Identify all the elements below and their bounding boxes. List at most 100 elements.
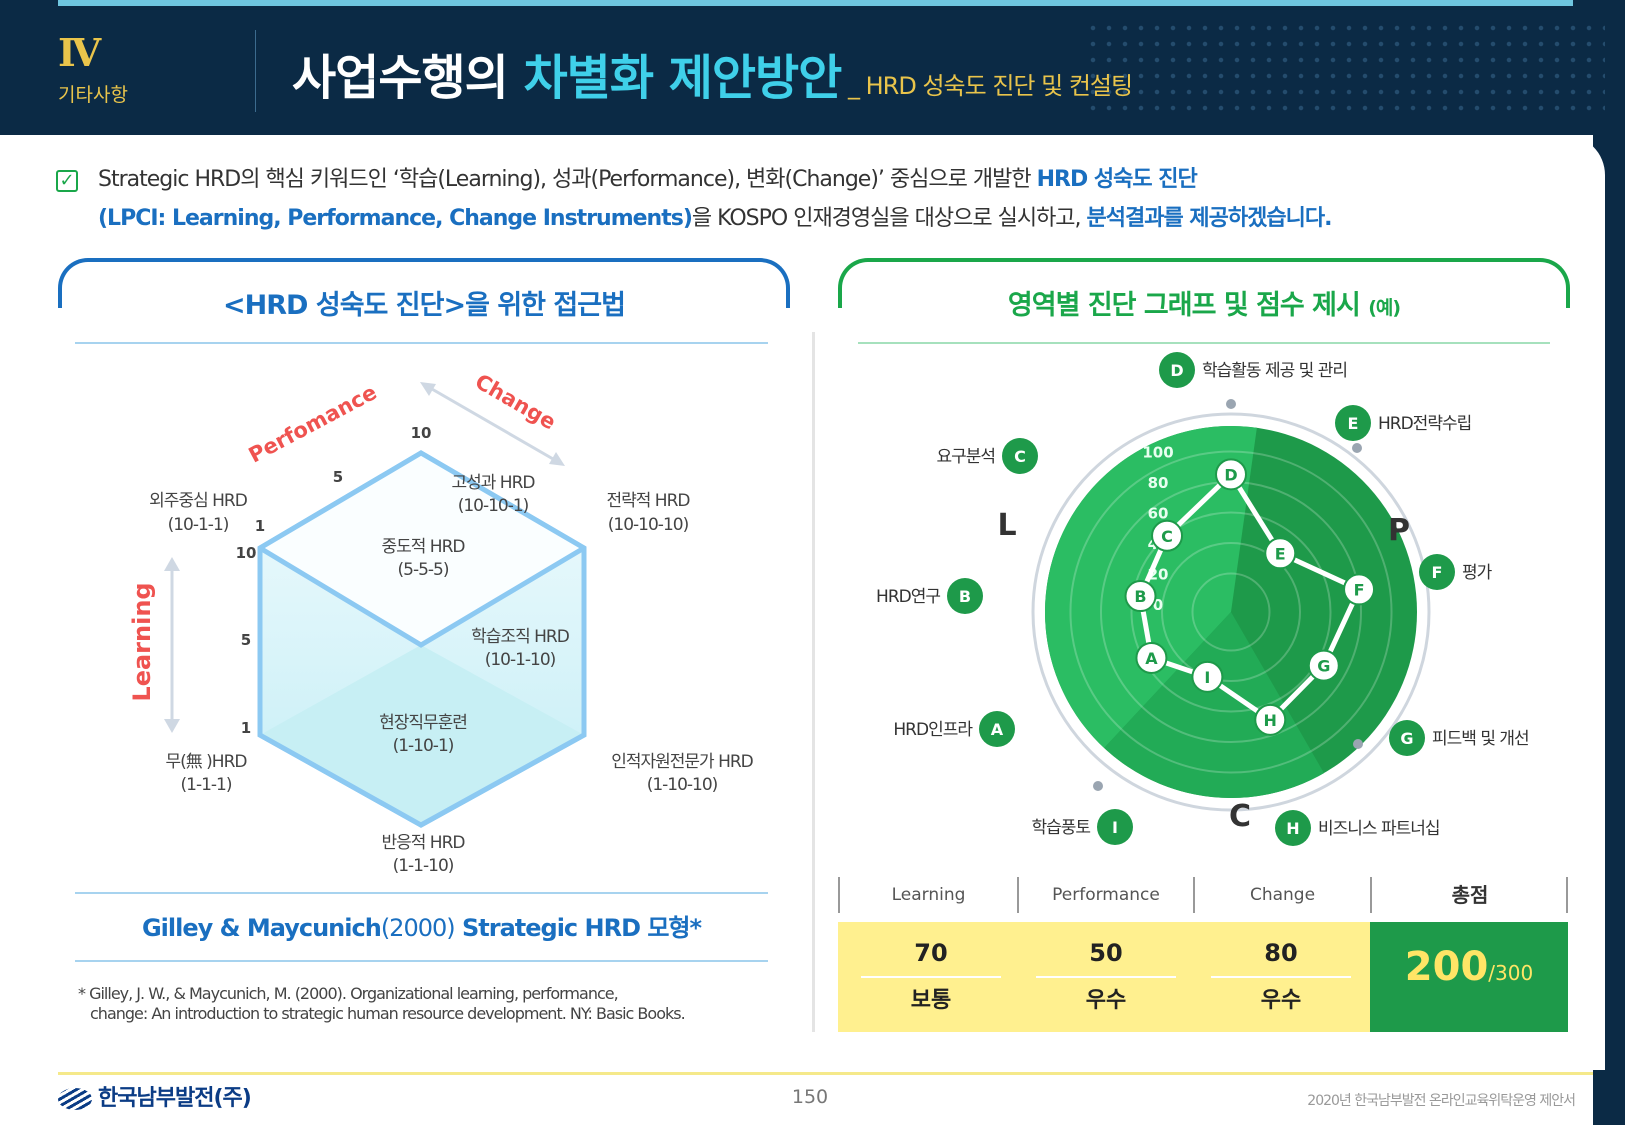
header-dot-pattern (1085, 20, 1605, 120)
score-divider (1036, 976, 1176, 978)
radar-ring-ticks: 100806040200 (1142, 443, 1173, 614)
radar-point-label: A (1145, 649, 1158, 668)
model-name: Strategic HRD 모형* (454, 914, 702, 942)
footnote-line2: change: An introduction to strategic hum… (90, 1004, 686, 1023)
radar-point: C (1151, 519, 1184, 552)
node-code: (10-1-1) (168, 515, 229, 535)
legend-item: B HRD연구 (876, 578, 983, 614)
intro-text: Strategic HRD의 핵심 키워드인 ‘학습(Learning), 성과… (98, 160, 1578, 238)
radar-point-marker (1124, 580, 1157, 613)
tick-perf-10: 10 (411, 424, 432, 442)
model-caption: Gilley & Maycunich(2000) Strategic HRD 모… (75, 908, 768, 943)
right-title-rule (858, 342, 1550, 344)
radar-point-marker (1135, 641, 1168, 674)
right-panel-title: 영역별 진단 그래프 및 점수 제시 (예) (838, 283, 1570, 322)
legend-label: HRD전략수립 (1378, 414, 1471, 434)
score-grade: 우수 (1260, 988, 1302, 1013)
radar-grid-ring (1160, 541, 1302, 683)
footer-rule (58, 1072, 1593, 1075)
hexagon-border (257, 450, 587, 828)
right-panel-frame (838, 258, 1570, 308)
legend-letter: G (1400, 729, 1413, 748)
header-performance: Performance (1052, 885, 1160, 905)
node-name: 반응적 HRD (381, 833, 465, 853)
header-divider (255, 30, 256, 112)
title-part-a: 사업수행의 (292, 50, 524, 106)
legend-badge (1159, 352, 1195, 388)
legend-letter: I (1112, 818, 1118, 837)
score-value: 80 (1264, 939, 1298, 967)
right-title-small: (예) (1368, 297, 1401, 319)
radar-sector-change (1104, 612, 1324, 798)
legend-label: HRD연구 (876, 587, 940, 607)
intro-line1: Strategic HRD의 핵심 키워드인 ‘학습(Learning), 성과… (98, 167, 1037, 192)
legend-badge (1335, 405, 1371, 441)
node-code: (10-10-10) (608, 515, 689, 535)
intro-highlight1: HRD 성숙도 진단 (1036, 167, 1198, 192)
legend-badge (1419, 554, 1455, 590)
ring-tick-label: 60 (1148, 504, 1169, 522)
document-title: 2020년 한국남부발전 온라인교육위탁운영 제안서 (1307, 1093, 1576, 1109)
tick-learning-10: 10 (236, 544, 257, 562)
tick-perf-1: 1 (255, 517, 265, 535)
hexagon-inner-edge (258, 545, 586, 648)
radar-point: A (1135, 641, 1168, 674)
radar-point-marker (1307, 649, 1340, 682)
table-separator (1566, 877, 1568, 913)
header-accent-line (58, 0, 1573, 6)
total-value: 200 (1404, 944, 1489, 990)
legend-badge (1275, 810, 1311, 846)
radar-point-marker (1264, 537, 1297, 570)
legend-label: 학습활동 제공 및 관리 (1202, 361, 1347, 381)
radar-point-marker (1215, 458, 1247, 491)
legend-badge (979, 711, 1015, 747)
arrow-head-icon (420, 382, 436, 396)
page-title: 사업수행의 차별화 제안방안 _ HRD 성숙도 진단 및 컨설팅 (292, 38, 1133, 108)
legend-letter: B (959, 587, 971, 606)
node-name: 무(無 )HRD (166, 752, 248, 772)
axis-C-label: C (1229, 799, 1251, 834)
radar-point-label: D (1224, 465, 1237, 484)
model-author: Gilley & Maycunich (141, 914, 382, 942)
radar-point: H (1254, 703, 1287, 736)
score-value: 70 (914, 939, 948, 967)
title-highlight: 차별화 제안방안 (523, 50, 843, 106)
radar-series-line (1137, 470, 1363, 724)
legend-letter: A (991, 720, 1004, 739)
arrow-head-icon (164, 719, 180, 733)
node-name: 현장직무훈련 (379, 713, 467, 733)
score-grade: 우수 (1085, 988, 1127, 1013)
tick-perf-5: 5 (333, 468, 343, 486)
radar-point-label: F (1354, 580, 1365, 599)
tick-learning-5: 5 (241, 631, 251, 649)
intro-line2: 을 KOSPO 인재경영실을 대상으로 실시하고, (691, 206, 1087, 231)
total-max: /300 (1488, 961, 1534, 985)
legend-label: 피드백 및 개선 (1432, 729, 1529, 749)
left-panel-frame (58, 258, 790, 308)
legend-label: 평가 (1462, 563, 1493, 583)
radar-point-label: I (1204, 668, 1210, 687)
ring-marker (1226, 399, 1236, 409)
table-separator (838, 877, 840, 913)
legend-letter: H (1286, 819, 1299, 838)
radar-point: I (1191, 660, 1224, 693)
node-code: (5-5-5) (398, 560, 449, 580)
logo-icon (58, 1088, 92, 1110)
node-name: 고성과 HRD (451, 473, 535, 493)
intro-highlight2: (LPCI: Learning, Performance, Change Ins… (98, 206, 693, 231)
legend-badge (1002, 438, 1038, 474)
legend-letter: D (1170, 361, 1183, 380)
score-grade: 보통 (910, 988, 952, 1013)
page-number: 150 (791, 1086, 829, 1108)
radar-outer-ring (1031, 412, 1431, 812)
legend-badge (1389, 720, 1425, 756)
total-score: 200/300 (1370, 944, 1568, 990)
ring-tick-label: 80 (1148, 474, 1169, 492)
